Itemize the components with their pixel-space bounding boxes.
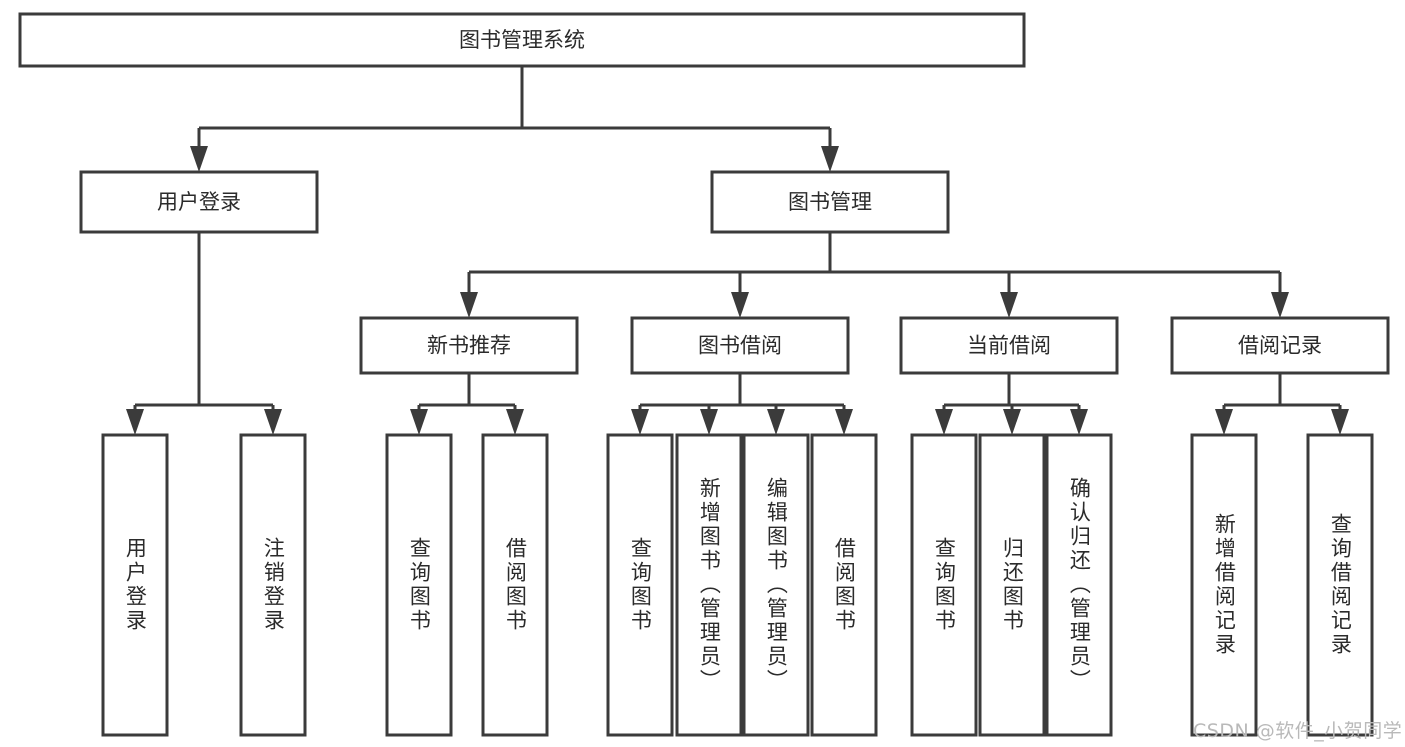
node-box-leaf-query-record [1306,433,1374,737]
node-box-leaf-add-book [675,433,743,737]
node-box-book-borrow [630,316,850,375]
node-box-user-login [79,170,319,234]
arrow-head-icon [1271,292,1289,318]
node-box-leaf-user-logout [239,433,307,737]
arrow-head-icon [1331,409,1349,435]
arrow-head-icon [1000,292,1018,318]
arrow-head-icon [264,409,282,435]
arrow-head-icon [821,146,839,172]
node-box-current-borrow [899,316,1119,375]
arrow-head-icon [700,409,718,435]
box-layer [18,12,1390,737]
node-label-book-management: 图书管理 [788,190,872,214]
node-box-leaf-query-book-3 [910,433,978,737]
arrow-head-icon [410,409,428,435]
node-box-leaf-user-login [101,433,169,737]
arrow-head-icon [506,409,524,435]
arrow-head-icon [835,409,853,435]
arrow-head-icon [460,292,478,318]
arrow-head-icon [731,292,749,318]
arrow-head-icon [767,409,785,435]
node-box-leaf-query-book-1 [385,433,453,737]
node-label-current-borrow: 当前借阅 [967,334,1051,358]
node-label-book-borrow: 图书借阅 [698,334,782,358]
arrow-head-icon [1215,409,1233,435]
node-label-borrow-records: 借阅记录 [1238,334,1322,358]
node-label-root: 图书管理系统 [459,28,585,52]
arrow-head-icon [190,146,208,172]
node-box-book-management [710,170,950,234]
node-box-leaf-borrow-book-2 [810,433,878,737]
node-box-borrow-records [1170,316,1390,375]
connector-layer [126,66,1349,435]
node-box-leaf-borrow-book-1 [481,433,549,737]
node-box-leaf-edit-book [742,433,810,737]
node-box-new-book-recommend [359,316,579,375]
arrow-head-icon [935,409,953,435]
arrow-head-icon [1003,409,1021,435]
node-label-user-login: 用户登录 [157,190,241,214]
arrow-head-icon [631,409,649,435]
node-box-leaf-query-book-2 [606,433,674,737]
node-box-root [18,12,1026,68]
node-box-leaf-add-record [1190,433,1258,737]
csdn-watermark: CSDN @软件_小贺同学 [1193,720,1403,742]
arrow-head-icon [1070,409,1088,435]
node-box-leaf-confirm-return [1045,433,1113,737]
arrow-head-icon [126,409,144,435]
node-label-new-book-recommend: 新书推荐 [427,334,511,358]
node-box-leaf-return-book [978,433,1046,737]
